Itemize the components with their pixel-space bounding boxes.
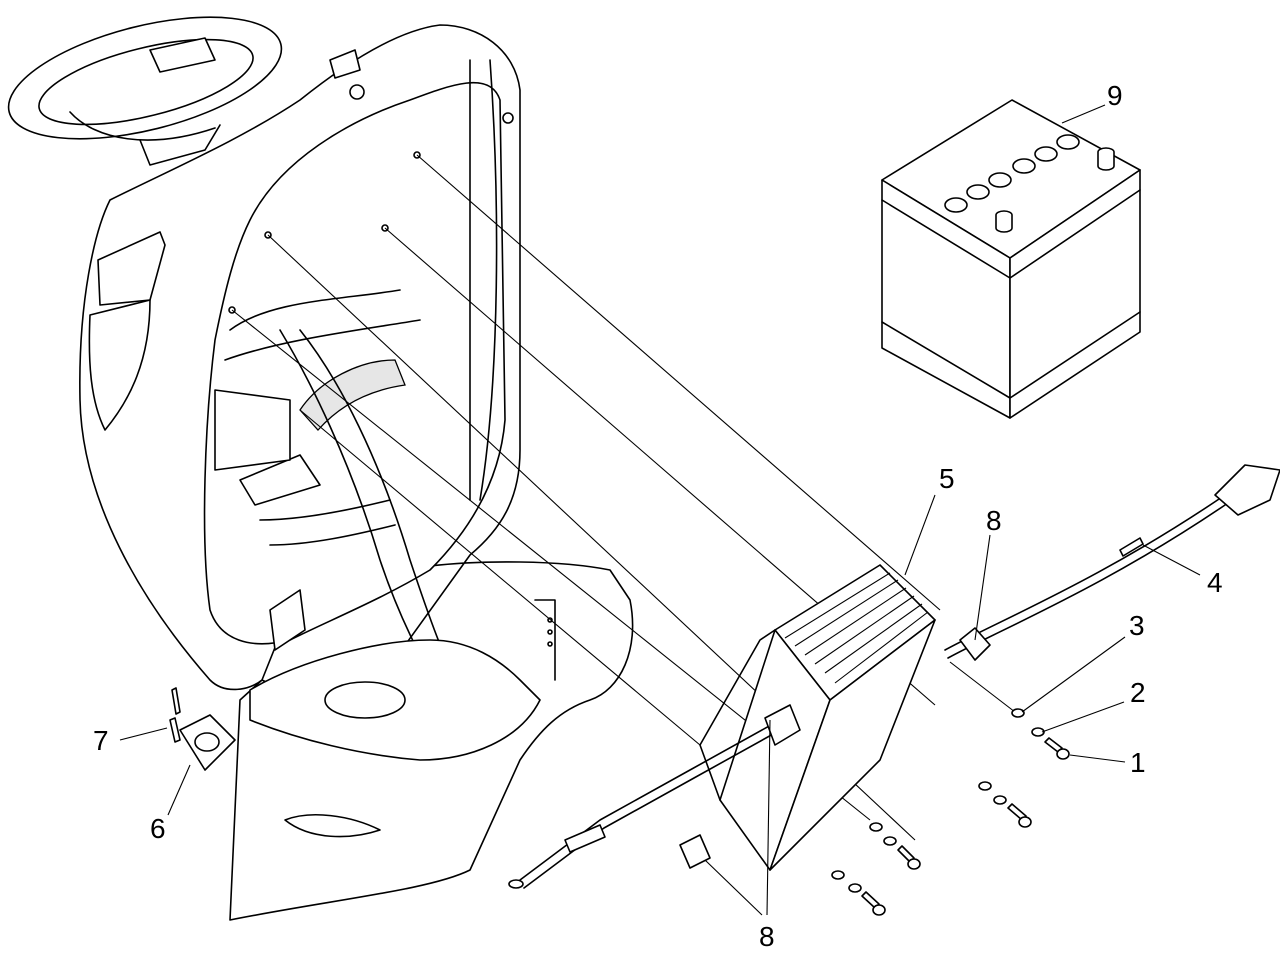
corrugated-hose bbox=[299, 359, 406, 431]
socket-plate bbox=[169, 687, 236, 771]
cable-clamp-right bbox=[959, 627, 991, 661]
battery-cell-caps bbox=[944, 134, 1080, 213]
charger bbox=[699, 564, 936, 871]
callout-8-bottom: 8 bbox=[759, 921, 775, 952]
mains-plug bbox=[1214, 464, 1280, 516]
dashboard-opening bbox=[203, 81, 506, 645]
callout-7: 7 bbox=[93, 725, 109, 756]
callout-8-top: 8 bbox=[986, 505, 1002, 536]
steering-wheel bbox=[7, 16, 283, 166]
callout-3: 3 bbox=[1129, 610, 1145, 641]
fasteners bbox=[831, 708, 1070, 916]
vehicle-body bbox=[7, 16, 634, 921]
cable-clamp-left bbox=[764, 704, 801, 746]
callouts: 1 2 3 4 5 6 7 8 8 9 bbox=[93, 80, 1223, 952]
power-cable bbox=[944, 464, 1280, 661]
leader-lines bbox=[119, 104, 1201, 916]
output-cable bbox=[508, 704, 801, 889]
battery-terminals bbox=[995, 147, 1115, 233]
callout-6: 6 bbox=[150, 813, 166, 844]
callout-2: 2 bbox=[1130, 677, 1146, 708]
callout-4: 4 bbox=[1207, 567, 1223, 598]
callout-5: 5 bbox=[939, 463, 955, 494]
battery bbox=[881, 99, 1141, 419]
callout-9: 9 bbox=[1107, 80, 1123, 111]
callout-1: 1 bbox=[1130, 747, 1146, 778]
side-vent bbox=[97, 231, 166, 306]
charger-fins bbox=[784, 572, 929, 684]
